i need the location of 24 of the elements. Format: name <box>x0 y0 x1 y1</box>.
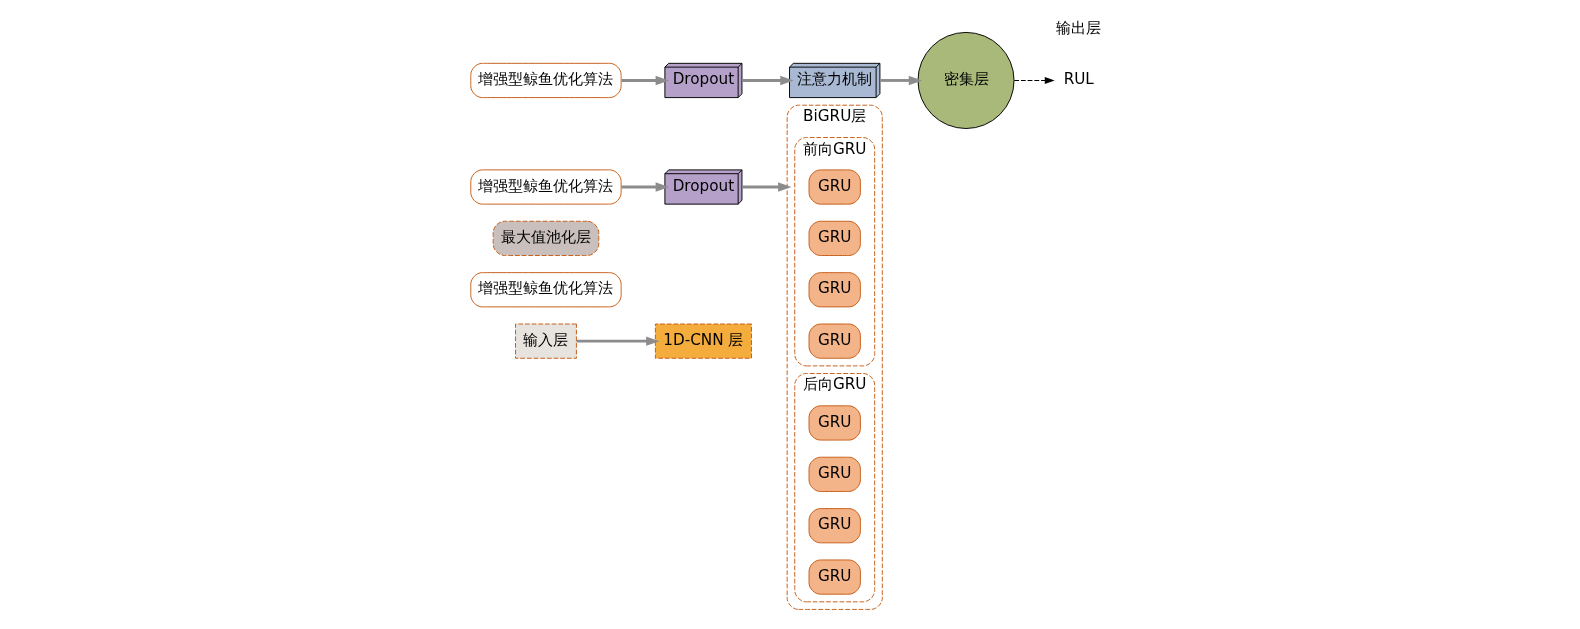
node-box: GRU <box>808 220 861 256</box>
node-circle: 密集层 <box>917 31 1015 129</box>
node-box: 最大值池化层 <box>492 220 600 256</box>
node-box: 输入层 <box>515 323 577 359</box>
node-box: GRU <box>808 559 861 595</box>
node-box: GRU <box>808 323 861 359</box>
arrow <box>742 75 794 86</box>
arrow <box>1013 77 1055 84</box>
node-box: GRU <box>808 169 861 205</box>
arrow <box>742 182 792 192</box>
label: 输出层 <box>1056 18 1102 37</box>
node-box: GRU <box>808 456 861 492</box>
arrow <box>576 336 660 346</box>
arrow <box>621 182 669 192</box>
node-box: 增强型鲸鱼优化算法 <box>470 169 622 205</box>
node-text: RUL <box>1063 70 1094 89</box>
arrow <box>880 75 923 86</box>
node-box: 增强型鲸鱼优化算法 <box>470 272 622 308</box>
node-box: GRU <box>808 508 861 544</box>
arrow <box>621 75 669 86</box>
node-box: 增强型鲸鱼优化算法 <box>470 62 622 99</box>
node-box: GRU <box>808 405 861 441</box>
node-box: GRU <box>808 272 861 308</box>
node-box: 1D-CNN 层 <box>654 323 752 359</box>
